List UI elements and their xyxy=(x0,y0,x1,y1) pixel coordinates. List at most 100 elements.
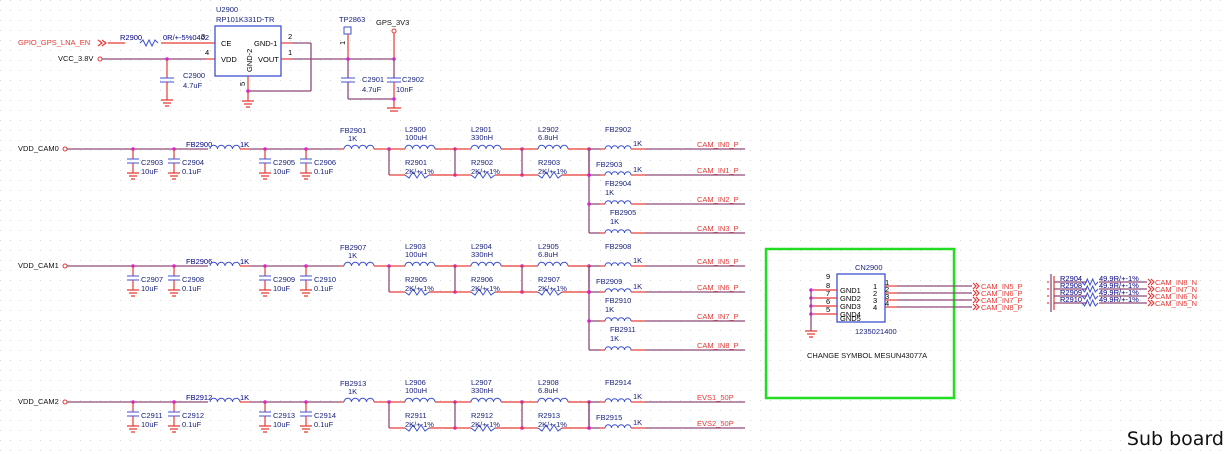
termination-value: 49.9R/+-1% xyxy=(1099,274,1139,283)
connector-net-label[interactable]: CAM_IN7_P xyxy=(981,296,1023,305)
termination-value: 49.9R/+-1% xyxy=(1099,288,1139,297)
u2900-part: RP101K331D-TR xyxy=(216,15,275,24)
inductor-icon xyxy=(537,397,569,403)
svg-text:3: 3 xyxy=(201,32,205,41)
inductor-icon xyxy=(404,397,436,403)
ground-icon xyxy=(127,425,139,433)
inductor-value: 100uH xyxy=(405,386,427,395)
output-net-label[interactable]: CAM_IN3_P xyxy=(697,224,739,233)
resistor-ref: R2906 xyxy=(471,275,493,284)
supply-net-label: VDD_CAM0 xyxy=(18,144,59,153)
connector-pin-number: 1 xyxy=(873,282,877,291)
resistor-value: 2K/+-1% xyxy=(405,284,434,293)
output-net-label[interactable]: CAM_IN1_P xyxy=(697,166,739,175)
connector-pin-name: GND4 xyxy=(840,310,861,319)
connector-ref: CN2900 xyxy=(855,263,883,272)
svg-text:1: 1 xyxy=(288,48,292,57)
ferrite-bead-icon xyxy=(209,397,241,403)
ferrite-bead-icon xyxy=(604,262,632,267)
resistor-ref: R2913 xyxy=(538,411,560,420)
ferrite-ref: FB2909 xyxy=(596,277,622,286)
capacitor-value: 0.1uF xyxy=(182,420,202,429)
ferrite-bead-icon xyxy=(604,317,632,322)
ferrite-bead-icon xyxy=(604,200,632,205)
ferrite-bead-icon xyxy=(209,144,241,150)
output-net-label[interactable]: CAM_IN5_P xyxy=(697,257,739,266)
capacitor-ref: C2911 xyxy=(141,411,163,420)
inductor-value: 6.8uH xyxy=(538,386,558,395)
inductor-icon xyxy=(470,144,502,150)
ferrite-bead-icon xyxy=(604,145,632,150)
ferrite-value: 1K xyxy=(240,393,249,402)
connector-net-label[interactable]: CAM_IN8_P xyxy=(981,303,1023,312)
inductor-value: 100uH xyxy=(405,133,427,142)
ground-icon xyxy=(168,172,180,180)
ferrite-ref: FB2907 xyxy=(340,243,366,252)
ground-icon xyxy=(168,289,180,297)
ferrite-value: 1K xyxy=(633,256,642,265)
svg-text:GND-1: GND-1 xyxy=(254,39,277,48)
resistor-value: 2K/+-1% xyxy=(471,284,500,293)
resistor-icon xyxy=(404,171,430,179)
inductor-value: 6.8uH xyxy=(538,133,558,142)
resistor-r2900 xyxy=(139,38,159,48)
ferrite-value: 1K xyxy=(240,257,249,266)
connector-net-label[interactable]: CAM_IN5_P xyxy=(981,282,1023,291)
ferrite-ref: FB2903 xyxy=(596,160,622,169)
termination-net-label[interactable]: CAM_IN8_N xyxy=(1155,278,1197,287)
supply-net-label: VDD_CAM1 xyxy=(18,261,59,270)
output-net-label[interactable]: EVS2_50P xyxy=(697,419,734,428)
ferrite-ref: FB2913 xyxy=(340,379,366,388)
termination-net-label[interactable]: CAM_IN5_N xyxy=(1155,299,1197,308)
port-arrow-icon xyxy=(972,296,980,304)
svg-text:C2900: C2900 xyxy=(183,71,205,80)
port-arrow-icon xyxy=(972,303,980,311)
ferrite-ref: FB2904 xyxy=(605,179,631,188)
termination-net-label[interactable]: CAM_IN7_N xyxy=(1155,285,1197,294)
ferrite-bead-icon xyxy=(343,144,375,150)
output-net-label[interactable]: CAM_IN7_P xyxy=(697,312,739,321)
port-arrow-icon xyxy=(972,282,980,290)
output-net-label[interactable]: CAM_IN2_P xyxy=(697,195,739,204)
resistor-icon xyxy=(404,424,430,432)
termination-net-label[interactable]: CAM_IN6_N xyxy=(1155,292,1197,301)
ferrite-value: 1K xyxy=(348,251,357,260)
output-net-label[interactable]: CAM_IN6_P xyxy=(697,283,739,292)
capacitor-ref: C2913 xyxy=(273,411,295,420)
resistor-ref: R2901 xyxy=(405,158,427,167)
output-net-label[interactable]: EVS1_50P xyxy=(697,393,734,402)
connector-pin-number: 3 xyxy=(873,296,877,305)
termination-ref: R2908 xyxy=(1060,281,1082,290)
ldo-ic-u2900[interactable] xyxy=(214,25,282,77)
ferrite-value: 1K xyxy=(240,140,249,149)
port-arrow-icon xyxy=(1147,292,1155,300)
resistor-value: 2K/+-1% xyxy=(471,167,500,176)
resistor-value: 2K/+-1% xyxy=(538,420,567,429)
ferrite-value: 1K xyxy=(633,282,642,291)
ground-icon xyxy=(300,289,312,297)
svg-text:VOUT: VOUT xyxy=(258,55,279,64)
connector-cn2900[interactable] xyxy=(836,273,886,323)
port-arrow-icon xyxy=(1147,278,1155,286)
output-net-label[interactable]: CAM_IN8_P xyxy=(697,341,739,350)
capacitor-ref: C2903 xyxy=(141,158,163,167)
connector-pin-number: 8 xyxy=(826,281,830,290)
resistor-icon xyxy=(1081,277,1099,287)
output-net-label[interactable]: CAM_IN0_P xyxy=(697,140,739,149)
inductor-value: 330nH xyxy=(471,133,493,142)
inductor-icon xyxy=(404,261,436,267)
connector-net-label[interactable]: CAM_IN6_P xyxy=(981,289,1023,298)
resistor-icon xyxy=(537,424,563,432)
ferrite-bead-icon xyxy=(209,261,241,267)
ground-icon xyxy=(300,425,312,433)
capacitor-ref: C2914 xyxy=(314,411,336,420)
ground-icon xyxy=(127,289,139,297)
connector-pin-number: 9 xyxy=(826,272,830,281)
capacitor-value: 0.1uF xyxy=(314,167,334,176)
port-arrow-icon xyxy=(1147,285,1155,293)
ldo-section: GPIO_GPS_LNA_EN R2900 0R/+-5%0402 3 VCC_… xyxy=(18,5,424,112)
resistor-icon xyxy=(470,424,496,432)
